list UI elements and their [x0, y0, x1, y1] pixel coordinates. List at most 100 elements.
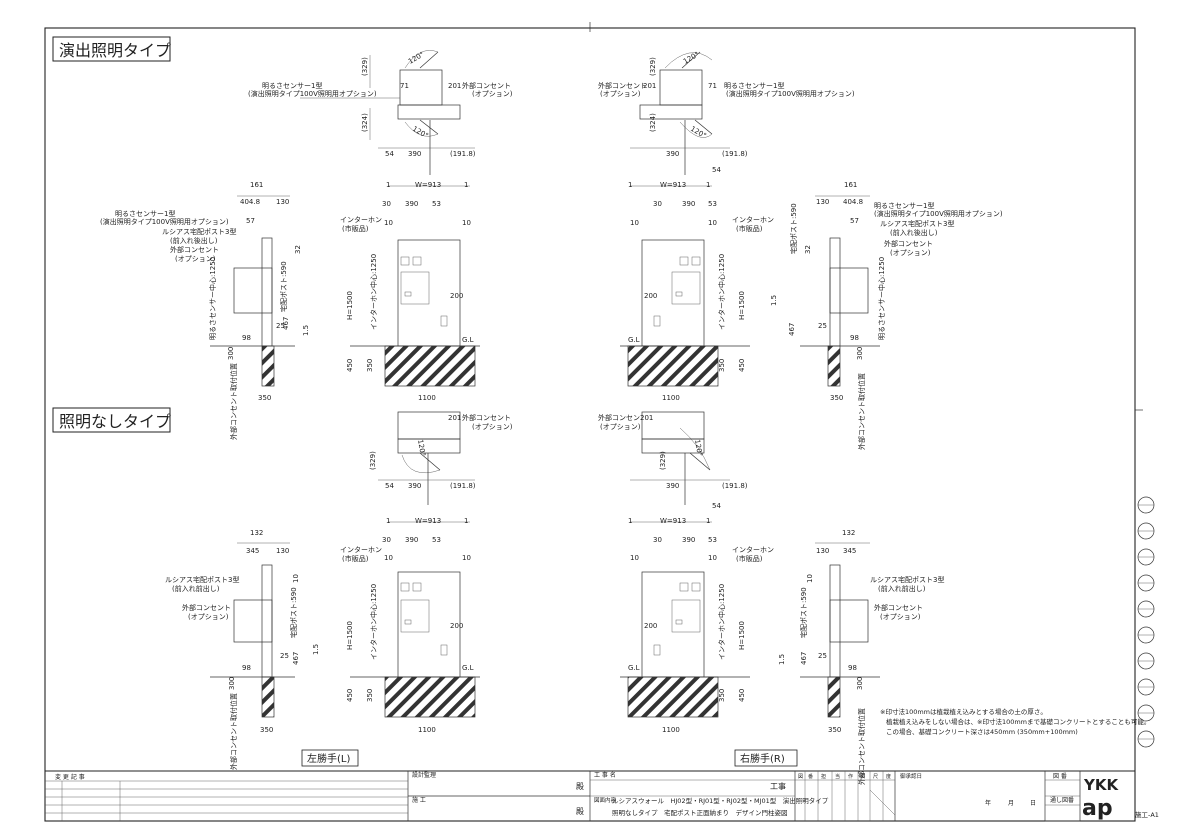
dimension-label: (オプション) [890, 249, 931, 257]
dimension-label: (演出照明タイプ100V照明用オプション) [726, 89, 855, 98]
dimension-label: 30 [382, 536, 391, 544]
dimension-label: 明るさセンサー1型 [724, 81, 784, 90]
dimension-label: 殿 [576, 782, 584, 791]
dimension-label: 1 [628, 517, 632, 525]
dimension-label: 図 番 [1053, 773, 1067, 780]
dimension-label: 450 [738, 689, 746, 702]
dimension-label: 1100 [662, 726, 680, 734]
dimension-label: (329) [659, 451, 667, 470]
dimension-label: 404.8 [843, 198, 863, 206]
dimension-label: 外部コンセント取付位置 [857, 708, 866, 785]
dimension-label: G.L [628, 336, 640, 344]
dimension-label: 外部コンセント取付位置 [857, 373, 866, 450]
dimension-label: 120° [411, 125, 430, 140]
dimension-label: インターホン中心:1250 [369, 584, 378, 660]
dimension-label: 300 [227, 347, 235, 360]
dimension-label: (オプション) [175, 255, 216, 263]
dimension-label: 390 [405, 536, 418, 544]
dimension-label: 宅配ポスト:590 [289, 587, 298, 638]
dimension-label: G.L [462, 664, 474, 672]
dimension-label: 54 [712, 502, 721, 510]
dimension-label: 施工-A1 [1135, 810, 1159, 819]
dimension-label: 54 [385, 150, 394, 158]
dimension-label: 130 [816, 547, 829, 555]
dimension-label: 201 [640, 414, 653, 422]
dimension-label: W=913 [415, 517, 441, 525]
dimension-label: 1100 [662, 394, 680, 402]
dimension-label: ※印寸法100mmは植栽植え込みとする場合の土の厚さ。 [880, 707, 1047, 716]
dimension-label: 120° [682, 50, 701, 65]
dimension-label: 外部コンセント [170, 245, 219, 254]
dimension-label: 作 [848, 773, 853, 780]
dimension-label: インターホン中心:1250 [717, 254, 726, 330]
dimension-label: 外部コンセント [182, 603, 231, 612]
dimension-label: 32 [294, 245, 302, 254]
dimension-label: インターホン [340, 545, 382, 554]
dimension-label: 1100 [418, 726, 436, 734]
dimension-label: (329) [361, 57, 369, 76]
dimension-label: (前入れ後出し) [170, 236, 218, 245]
side-view-unlit-right: 132 130 345 10 宅配ポスト:590 467 1.5 25 98 3… [778, 529, 944, 785]
dimension-label: 10 [384, 219, 393, 227]
dimension-label: (191.8) [722, 482, 748, 490]
dimension-label: 外部コンセント取付位置 [229, 363, 238, 440]
dimension-label: 350 [366, 359, 374, 372]
dimension-label: 1.5 [312, 644, 320, 655]
side-view-lit-left: 161 404.8 130 57 32 宅配ポスト:590 467 1.5 25… [100, 181, 310, 440]
dimension-label: 外部コンセン [598, 413, 640, 422]
dimension-label: 工事 [770, 781, 786, 791]
dimension-label: 201 [643, 82, 656, 90]
dimension-label: 1 [464, 181, 468, 189]
plan-view-lit-right: (329) (324) 120° 120° 201 71 390 54 (191… [598, 50, 855, 175]
front-view-unlit-right: 1 W=913 1 30 390 53 10 10 200 G.L H=1500… [620, 517, 774, 734]
dimension-label: 71 [400, 82, 409, 90]
dimension-label: 200 [450, 292, 463, 300]
dimension-label: 植栽植え込みをしない場合は、※印寸法100mmまで基礎コンクリートとすることも可… [886, 717, 1150, 726]
section-title-lit: 演出照明タイプ [52, 36, 171, 62]
dimension-label: 132 [842, 529, 855, 537]
dimension-label: 300 [228, 677, 236, 690]
dimension-label: 120° [693, 439, 704, 457]
dimension-label: 明るさセンサー1型 [115, 209, 175, 218]
dimension-label: 御承認日 [900, 772, 922, 780]
dimension-label: 10 [630, 219, 639, 227]
dimension-label: 10 [708, 554, 717, 562]
dimension-label: (前入れ前出し) [878, 584, 926, 593]
dimension-label: 53 [708, 536, 717, 544]
dimension-label: 53 [432, 536, 441, 544]
dimension-label: 外部コンセント [462, 413, 511, 422]
dimension-label: 350 [718, 359, 726, 372]
dimension-label: 200 [450, 622, 463, 630]
dimension-label: 120° [407, 50, 426, 65]
dimension-label: 390 [405, 200, 418, 208]
dimension-label: G.L [628, 664, 640, 672]
dimension-label: 30 [382, 200, 391, 208]
sheet-frame [44, 27, 1136, 822]
dimension-label: 450 [738, 359, 746, 372]
dimension-label: 57 [246, 217, 255, 225]
dimension-label: W=913 [660, 517, 686, 525]
dimension-label: 25 [818, 652, 827, 660]
dimension-label: 390 [408, 482, 421, 490]
dimension-label: 月 [1008, 800, 1014, 807]
dimension-label: 25 [818, 322, 827, 330]
dimension-label: W=913 [660, 181, 686, 189]
dimension-label: ルシアスウォール HJ02型・RJ01型・RJ02型・MJ01型 演出照明タイプ [612, 796, 829, 805]
dimension-label: (市販品) [736, 554, 763, 563]
dimension-label: (329) [369, 451, 377, 470]
dimension-label: 外部コンセント [874, 603, 923, 612]
margin-circles [1137, 496, 1155, 748]
dimension-label: 390 [682, 200, 695, 208]
dimension-label: (324) [361, 113, 369, 132]
dimension-label: ルシアス宅配ポスト3型 [880, 219, 954, 228]
dimension-label: 54 [385, 482, 394, 490]
dimension-label: 尺 [873, 774, 878, 780]
dimension-label: 71 [708, 82, 717, 90]
dimension-label: 390 [666, 482, 679, 490]
dimension-label: 1.5 [778, 654, 786, 665]
dimension-label: 132 [250, 529, 263, 537]
dimension-label: 98 [242, 664, 251, 672]
dimension-label: 120° [416, 439, 427, 457]
dimension-label: 1 [706, 517, 710, 525]
dimension-label: 明るさセンサー中心:1250 [877, 257, 886, 340]
